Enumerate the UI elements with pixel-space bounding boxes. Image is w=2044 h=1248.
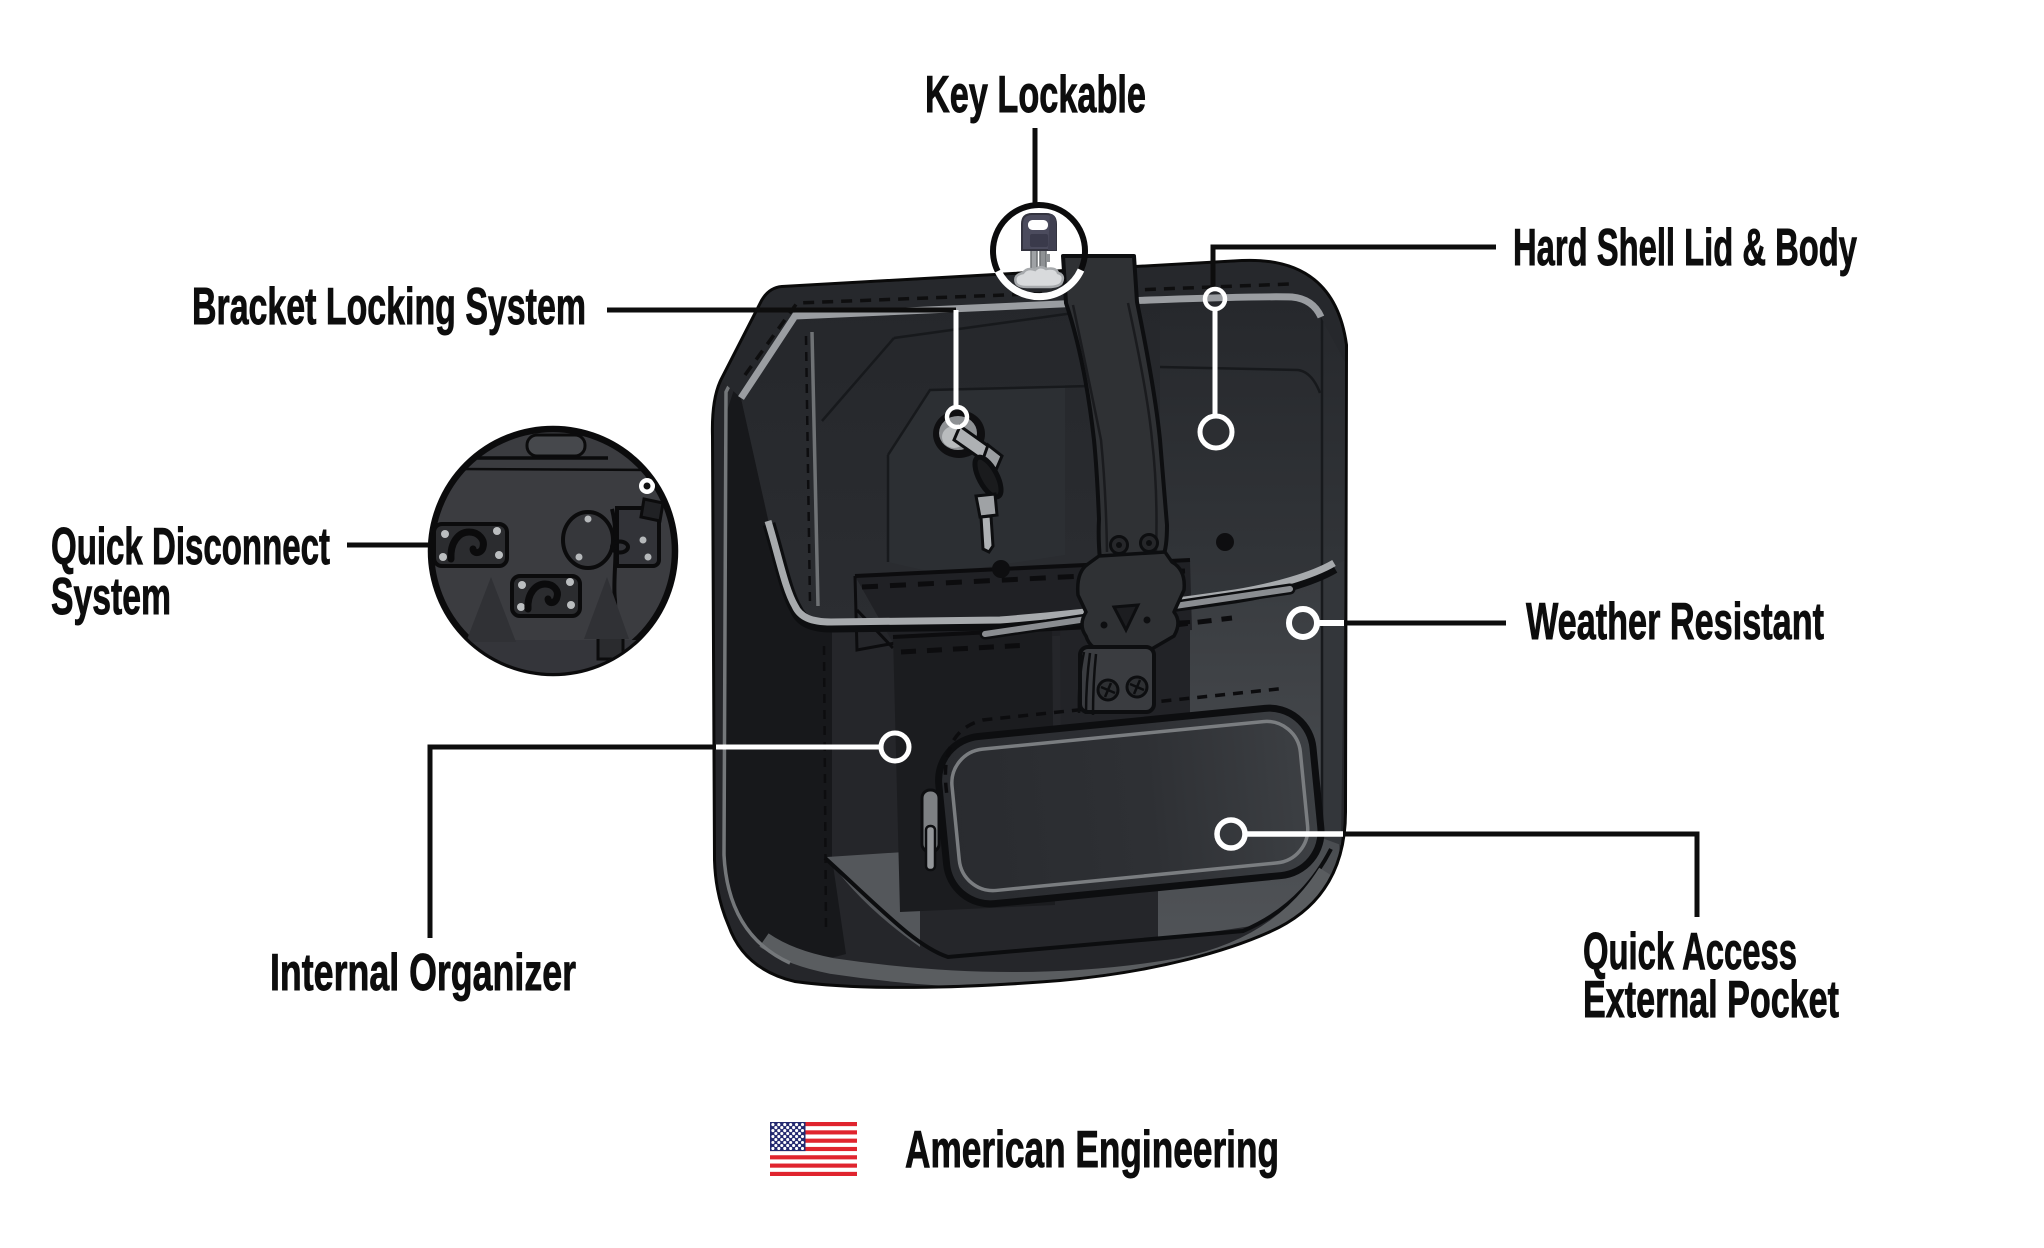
- svg-text:Weather Resistant: Weather Resistant: [1526, 593, 1824, 651]
- svg-text:Quick Disconnect: Quick Disconnect: [51, 518, 330, 576]
- svg-text:External Pocket: External Pocket: [1583, 971, 1839, 1029]
- svg-text:American Engineering: American Engineering: [905, 1121, 1279, 1179]
- svg-text:Key Lockable: Key Lockable: [925, 66, 1146, 124]
- svg-text:Hard Shell Lid & Body: Hard Shell Lid & Body: [1513, 219, 1857, 277]
- svg-text:System: System: [51, 568, 171, 626]
- svg-text:Bracket Locking System: Bracket Locking System: [192, 278, 586, 336]
- svg-text:Internal Organizer: Internal Organizer: [270, 944, 576, 1002]
- svg-text:Quick Access: Quick Access: [1583, 923, 1797, 981]
